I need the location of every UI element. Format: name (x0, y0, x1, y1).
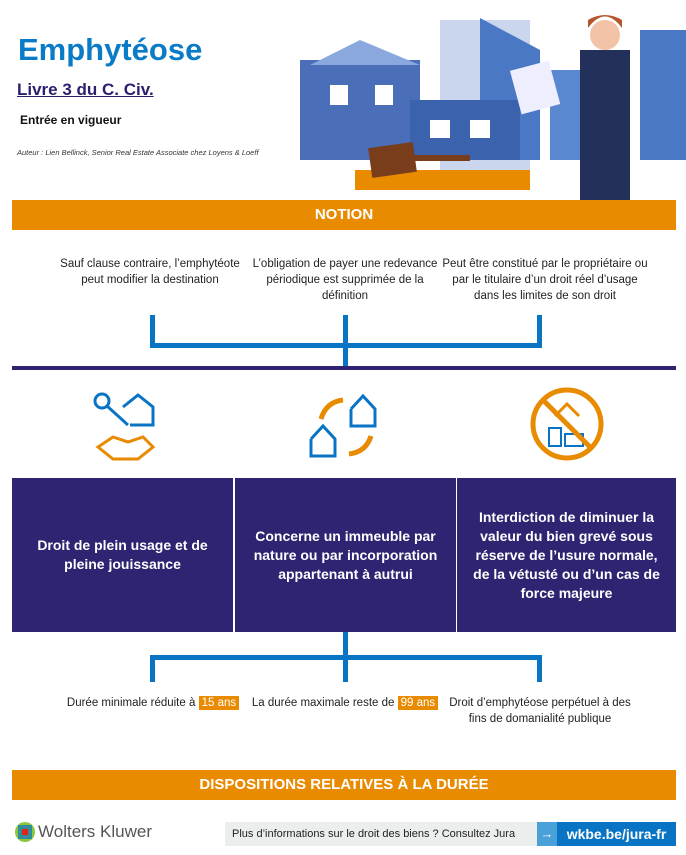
panel-text: Interdiction de diminuer la valeur du bi… (457, 478, 676, 632)
keys-handshake-icon (93, 392, 155, 460)
house-exchange-icon (309, 393, 376, 458)
duree-banner: DISPOSITIONS RELATIVES À LA DURÉE (12, 770, 676, 800)
divider (12, 366, 676, 370)
duree-min-value: 15 ans (198, 696, 240, 710)
notion-banner: NOTION (12, 200, 676, 230)
notion-point-1: Sauf clause contraire, l’emphytéote peut… (60, 258, 240, 286)
panel-text: Droit de plein usage et de pleine jouiss… (12, 478, 233, 632)
author: Auteur : Lien Bellinck, Senior Real Esta… (17, 148, 259, 157)
header-illustration (300, 15, 686, 200)
duree-perpetuel: Droit d’emphytéose perpétuel à des fins … (449, 697, 631, 725)
brand-name: Wolters Kluwer (38, 822, 152, 841)
arrow-right-icon: → (537, 822, 557, 846)
status-label: Entrée en vigueur (20, 113, 122, 127)
wolters-kluwer-logo: Wolters Kluwer (14, 821, 152, 843)
panel-text: Concerne un immeuble par nature ou par i… (235, 478, 456, 632)
duree-max: La durée maximale reste de 99 ans (250, 695, 440, 711)
footer-info: Plus d’informations sur le droit des bie… (225, 822, 537, 846)
panel-usage: Droit de plein usage et de pleine jouiss… (12, 370, 233, 632)
notion-point-3: Peut être constitué par le propriétaire … (442, 258, 648, 302)
panel-immeuble: Concerne un immeuble par nature ou par i… (235, 370, 456, 632)
page-title: Emphytéose (18, 32, 203, 67)
duree-max-value: 99 ans (397, 696, 439, 710)
no-devaluation-icon (530, 387, 603, 461)
panel-interdiction: Interdiction de diminuer la valeur du bi… (457, 370, 676, 632)
notion-point-2: L’obligation de payer une redevance péri… (252, 258, 438, 302)
jura-link[interactable]: wkbe.be/jura-fr (557, 822, 676, 846)
duree-min: Durée minimale réduite à 15 ans (58, 695, 248, 711)
subtitle: Livre 3 du C. Civ. (17, 80, 154, 99)
wk-logo-icon (15, 822, 35, 842)
